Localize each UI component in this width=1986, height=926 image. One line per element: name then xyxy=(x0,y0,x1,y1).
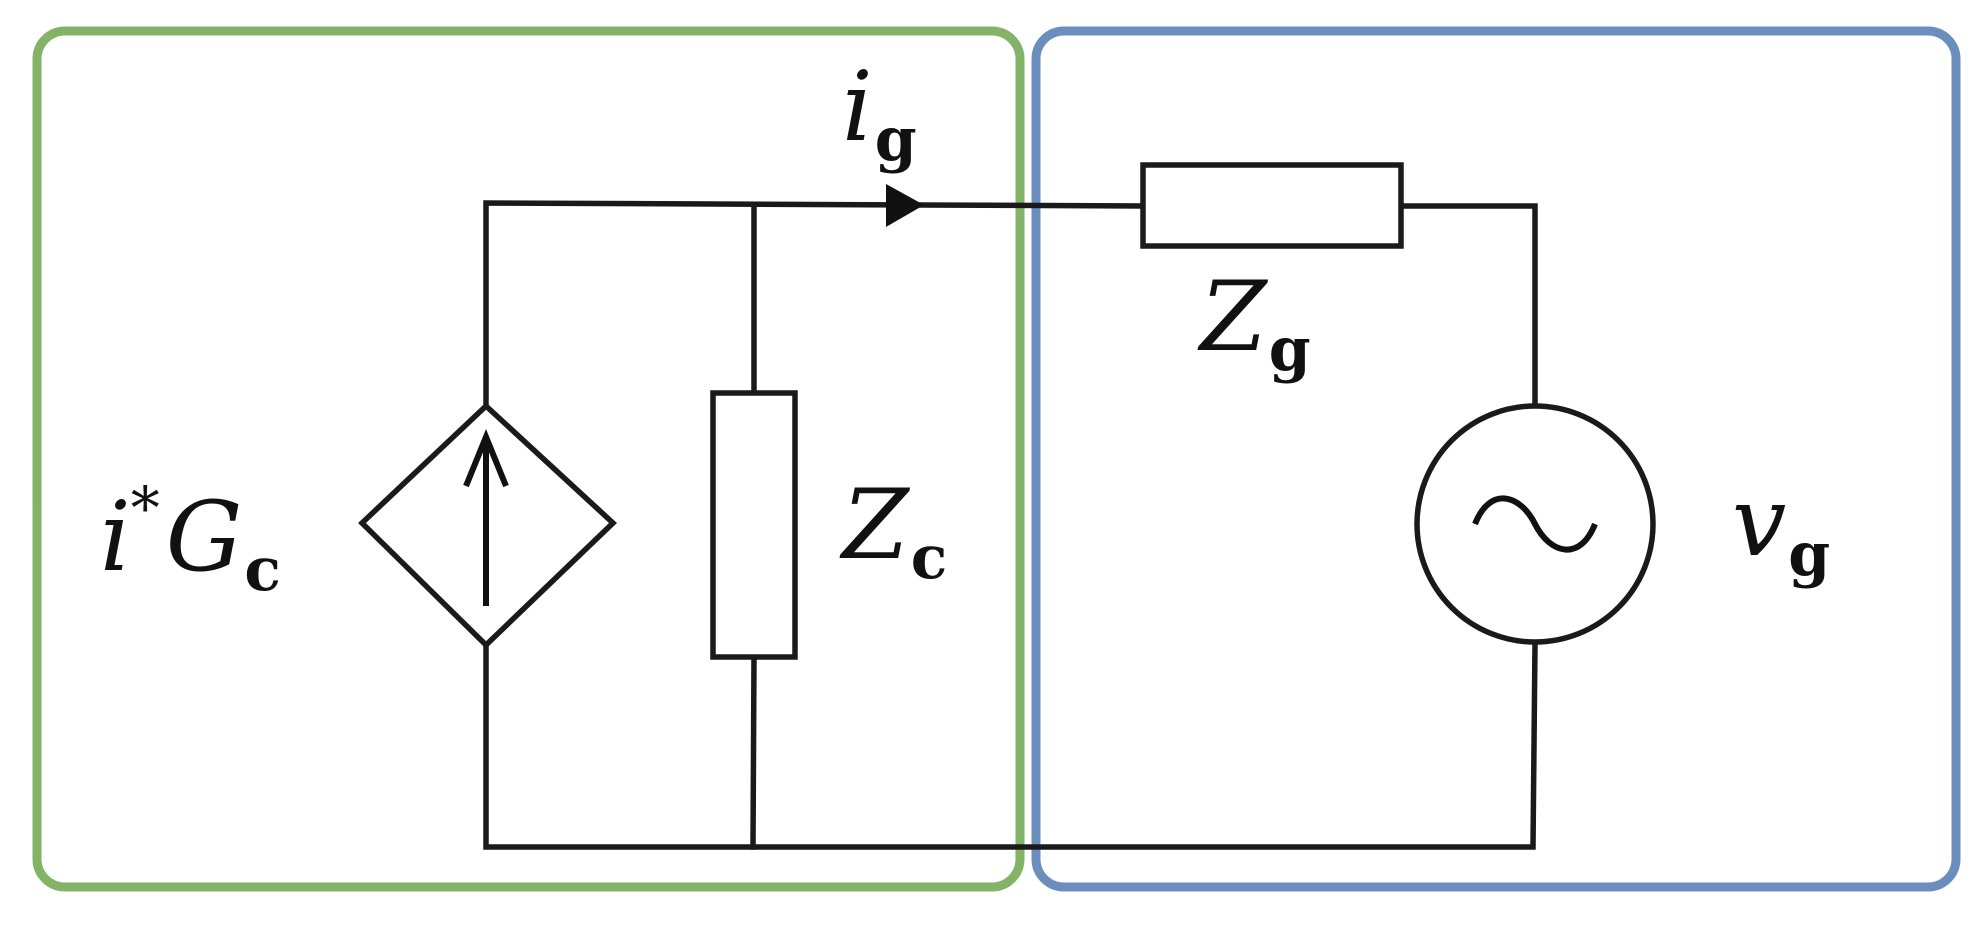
converter-region-box xyxy=(32,26,1025,892)
grid-impedance-label: Zg xyxy=(1197,261,1311,385)
zg-resistor xyxy=(1140,162,1404,249)
wires xyxy=(483,200,1538,850)
source-arrow-head xyxy=(463,429,509,488)
right-wire xyxy=(1398,203,1538,408)
zc-bottom-wire xyxy=(750,654,757,850)
converter-impedance-label: Zc xyxy=(839,469,947,593)
ac-voltage-source xyxy=(1414,403,1656,645)
top-wire xyxy=(483,200,1146,409)
zc-resistor xyxy=(710,390,798,660)
dependent-current-source xyxy=(358,402,618,649)
grid-current-label: ig xyxy=(842,51,917,175)
sine-wave-icon xyxy=(1472,495,1598,553)
bottom-wire xyxy=(483,641,1538,850)
grid-region-box xyxy=(1031,26,1961,892)
grid-voltage-label: vg xyxy=(1732,466,1830,590)
current-source-label: i*Gc xyxy=(100,474,281,605)
current-arrow xyxy=(886,184,924,227)
